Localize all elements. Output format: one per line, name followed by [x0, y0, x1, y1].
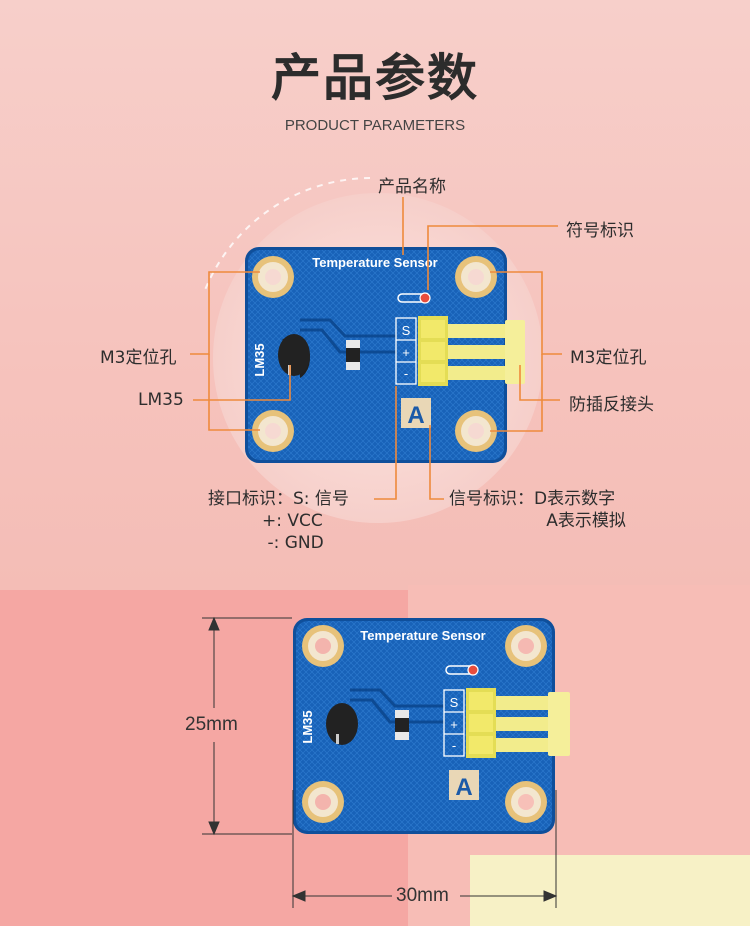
mount-hole-icon — [505, 781, 547, 823]
page-title: 产品参数 — [271, 49, 479, 107]
pin-label: - — [452, 738, 456, 753]
lm35-chip — [326, 703, 358, 745]
signal-badge — [401, 398, 431, 428]
pin-label: S — [450, 695, 459, 710]
mount-hole-icon — [455, 256, 497, 298]
connector-header — [466, 688, 570, 758]
mount-hole-icon — [455, 410, 497, 452]
callout-symbol-mark: 符号标识 — [566, 221, 634, 241]
callout-connector: 防插反接头 — [569, 395, 654, 415]
signal-badge — [449, 770, 479, 800]
smd-component — [395, 710, 409, 740]
mount-hole-icon — [505, 625, 547, 667]
pin-label: - — [404, 366, 408, 381]
thermometer-icon — [445, 664, 479, 676]
signal-letter-text: A — [455, 774, 472, 801]
mount-hole-icon — [302, 625, 344, 667]
thermometer-icon — [397, 292, 431, 304]
dimension-lines — [202, 616, 558, 908]
mount-hole-icon — [252, 256, 294, 298]
smd-component — [346, 340, 360, 370]
board-name-text: Temperature Sensor — [360, 628, 485, 643]
callout-interface-mark: 接口标识：S: 信号 +: VCC -: GND — [208, 489, 349, 553]
dimension-height: 25mm — [185, 714, 238, 735]
page-subtitle: PRODUCT PARAMETERS — [284, 117, 466, 134]
decor-yellow-block — [470, 855, 750, 926]
dimension-width: 30mm — [396, 885, 449, 906]
chip-label-text: LM35 — [252, 343, 267, 376]
callout-signal-mark: 信号标识：D表示数字 A表示模拟 — [449, 489, 626, 531]
board-name-text: Temperature Sensor — [312, 255, 437, 270]
dashed-arc — [204, 177, 371, 291]
annotation-lines — [190, 197, 562, 500]
callout-product-name: 产品名称 — [378, 177, 446, 197]
signal-letter-text: A — [407, 402, 424, 429]
chip-label-text: LM35 — [300, 710, 315, 743]
callout-mount-hole-right: M3定位孔 — [570, 348, 647, 368]
callout-chip: LM35 — [138, 390, 184, 410]
top-board: Temperature Sensor LM35 S + - — [245, 247, 525, 463]
pin-label: + — [402, 345, 410, 360]
connector-header — [418, 316, 525, 386]
pin-label: S — [402, 323, 411, 338]
pin-label: + — [450, 717, 458, 732]
callout-mount-hole-left: M3定位孔 — [100, 348, 177, 368]
bottom-board: Temperature Sensor LM35 S + - — [293, 618, 570, 834]
mount-hole-icon — [302, 781, 344, 823]
mount-hole-icon — [252, 410, 294, 452]
